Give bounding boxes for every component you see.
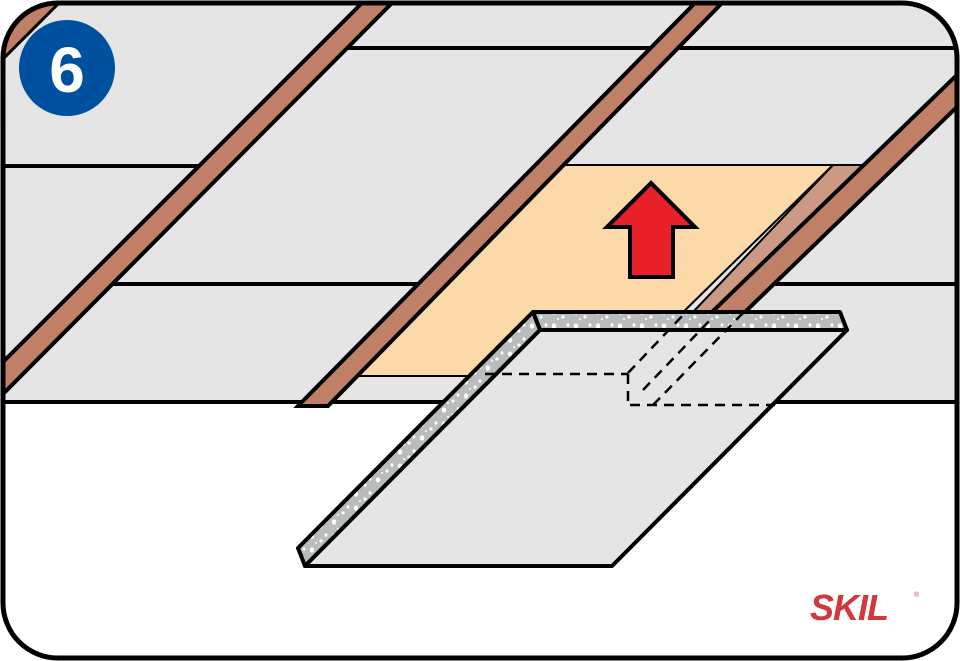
brand-logo: SKIL <box>810 587 888 628</box>
step-badge: 6 <box>19 20 115 116</box>
step-number: 6 <box>49 34 85 106</box>
joist <box>293 3 727 408</box>
hidden-lines <box>485 312 775 407</box>
up-arrow-icon <box>602 180 700 279</box>
ceiling-tile <box>296 310 849 568</box>
joist <box>3 3 397 399</box>
registered-mark: ® <box>914 591 920 599</box>
